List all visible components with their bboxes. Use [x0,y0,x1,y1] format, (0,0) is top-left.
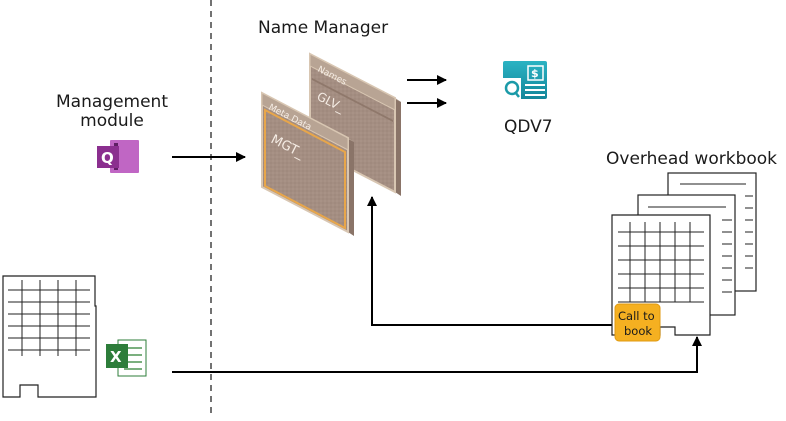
arrow-workbook-to-name-manager [367,196,617,326]
management-module-label-line1: Management [56,92,168,112]
qdv7-icon: $ [503,61,547,99]
arrow-excel-to-workbook [172,336,702,373]
svg-text:Q: Q [101,149,114,167]
overhead-workbook [611,172,757,336]
qdv7-label: QDV7 [504,117,553,137]
management-module-label-line2: module [80,110,144,131]
call-to-book-note [614,303,661,342]
meta-data-panel [261,91,354,236]
management-module-icon: Q [97,140,139,173]
overhead-workbook-label: Overhead workbook [606,149,778,169]
svg-text:X: X [110,348,122,366]
svg-text:$: $ [531,67,539,80]
management-module-label: Management module [56,93,168,130]
call-to-book-line1: Call to [618,309,655,323]
spreadsheet-document [2,275,97,398]
name-manager-title: Name Manager [258,18,389,38]
call-to-book-line2: book [624,324,652,338]
excel-icon: X [106,339,147,377]
